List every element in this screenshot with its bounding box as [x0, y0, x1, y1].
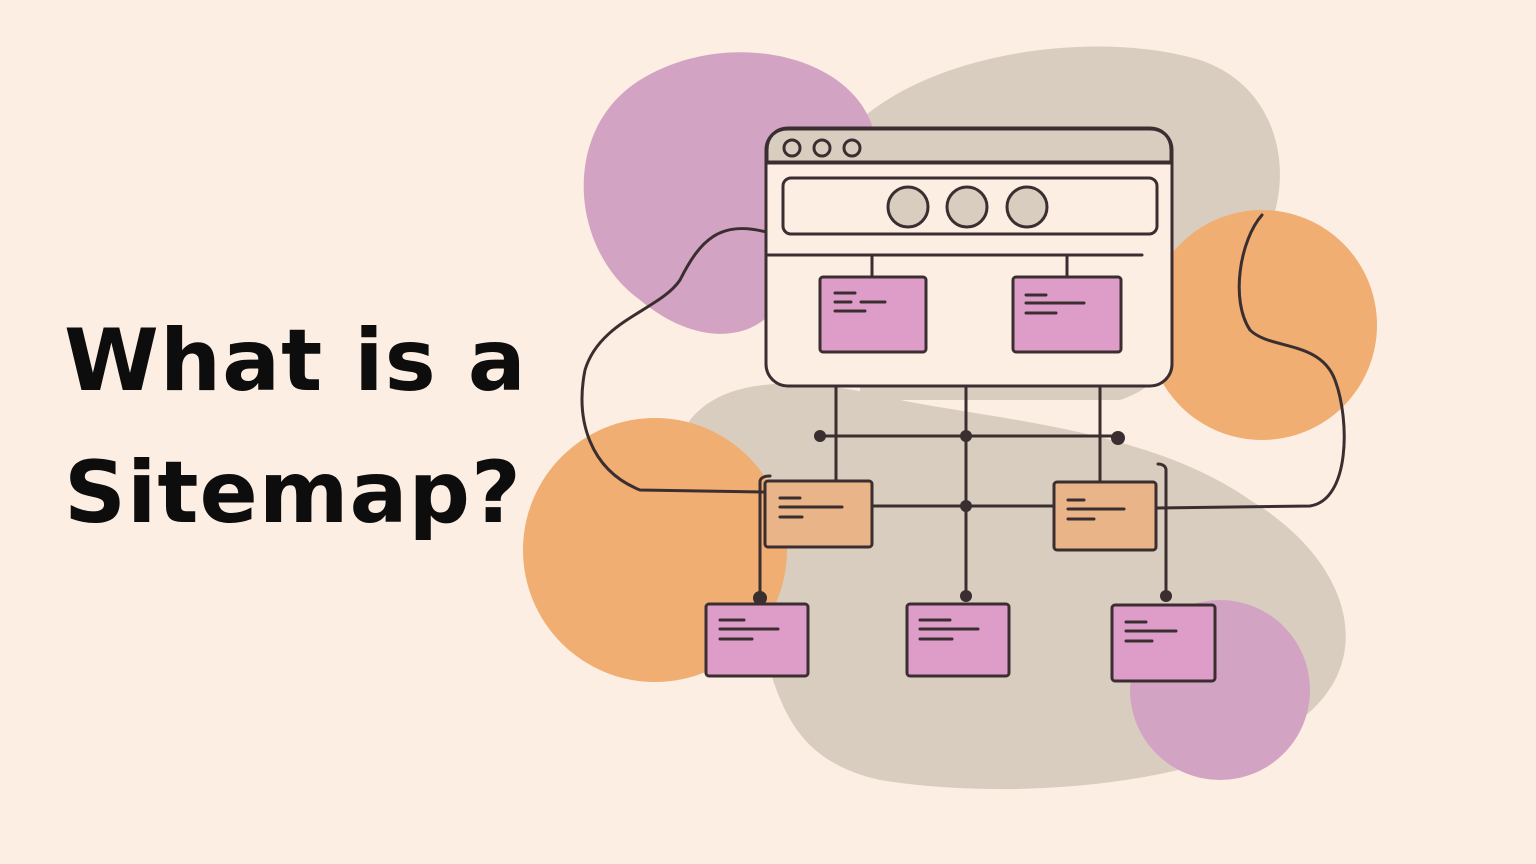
window-dot-icon	[782, 138, 802, 158]
page-box	[818, 275, 928, 354]
window-dot-icon	[842, 138, 862, 158]
window-dot-icon	[812, 138, 832, 158]
page-box	[763, 479, 874, 549]
connectors	[580, 213, 1346, 605]
header-circle-icon	[886, 185, 930, 229]
header-circle-icon	[945, 185, 989, 229]
title-line-2: Sitemap?	[64, 443, 522, 543]
page-box	[1052, 480, 1158, 552]
header-bar	[781, 176, 1159, 236]
page-box	[905, 602, 1011, 678]
orange-blob-right	[1147, 210, 1377, 440]
page-title: What is a Sitemap?	[64, 295, 527, 559]
page-box	[704, 602, 810, 678]
page-box	[1110, 603, 1217, 683]
title-line-1: What is a	[64, 311, 527, 411]
header-circle-icon	[1005, 185, 1049, 229]
page-box	[1011, 275, 1123, 354]
